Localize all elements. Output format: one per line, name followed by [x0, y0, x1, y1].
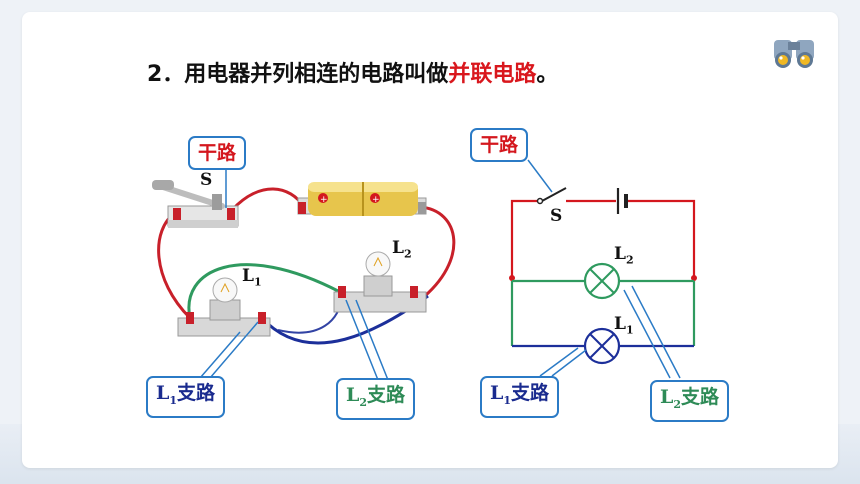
bulb-l1 — [177, 277, 271, 337]
svg-text:+: + — [320, 195, 328, 205]
left-branch1-label: L1支路 — [146, 376, 226, 418]
left-main-label: 干路 — [188, 136, 247, 170]
right-main-label: 干路 — [470, 128, 529, 162]
page-title: 2．用电器并列相连的电路叫做并联电路。 — [147, 56, 558, 88]
wire-green — [187, 263, 341, 319]
title-highlight: 并联电路 — [448, 62, 537, 87]
schematic-bulb-l1 — [583, 327, 621, 365]
left-bulb2-label: L2 — [392, 238, 412, 261]
right-branch2-label: L2支路 — [650, 380, 730, 422]
knife-switch — [152, 180, 239, 228]
left-branch2-label: L2支路 — [336, 378, 416, 420]
right-bulb1-label: L1 — [614, 314, 634, 337]
battery-pack: + + — [297, 182, 427, 216]
right-bulb2-label: L2 — [614, 244, 634, 267]
title-text: 2．用电器并列相连的电路叫做 — [147, 62, 449, 87]
right-branch1-label: L1支路 — [480, 376, 560, 418]
left-switch-label: S — [200, 170, 213, 190]
schematic-bulb-l2 — [583, 262, 621, 300]
wire-red-right — [419, 205, 456, 302]
title-suffix: 。 — [536, 62, 559, 87]
right-switch-label: S — [550, 206, 563, 226]
bulb-l2 — [333, 251, 427, 313]
svg-text:+: + — [372, 195, 380, 205]
binoculars-icon — [774, 40, 814, 68]
left-bulb1-label: L1 — [242, 266, 262, 289]
